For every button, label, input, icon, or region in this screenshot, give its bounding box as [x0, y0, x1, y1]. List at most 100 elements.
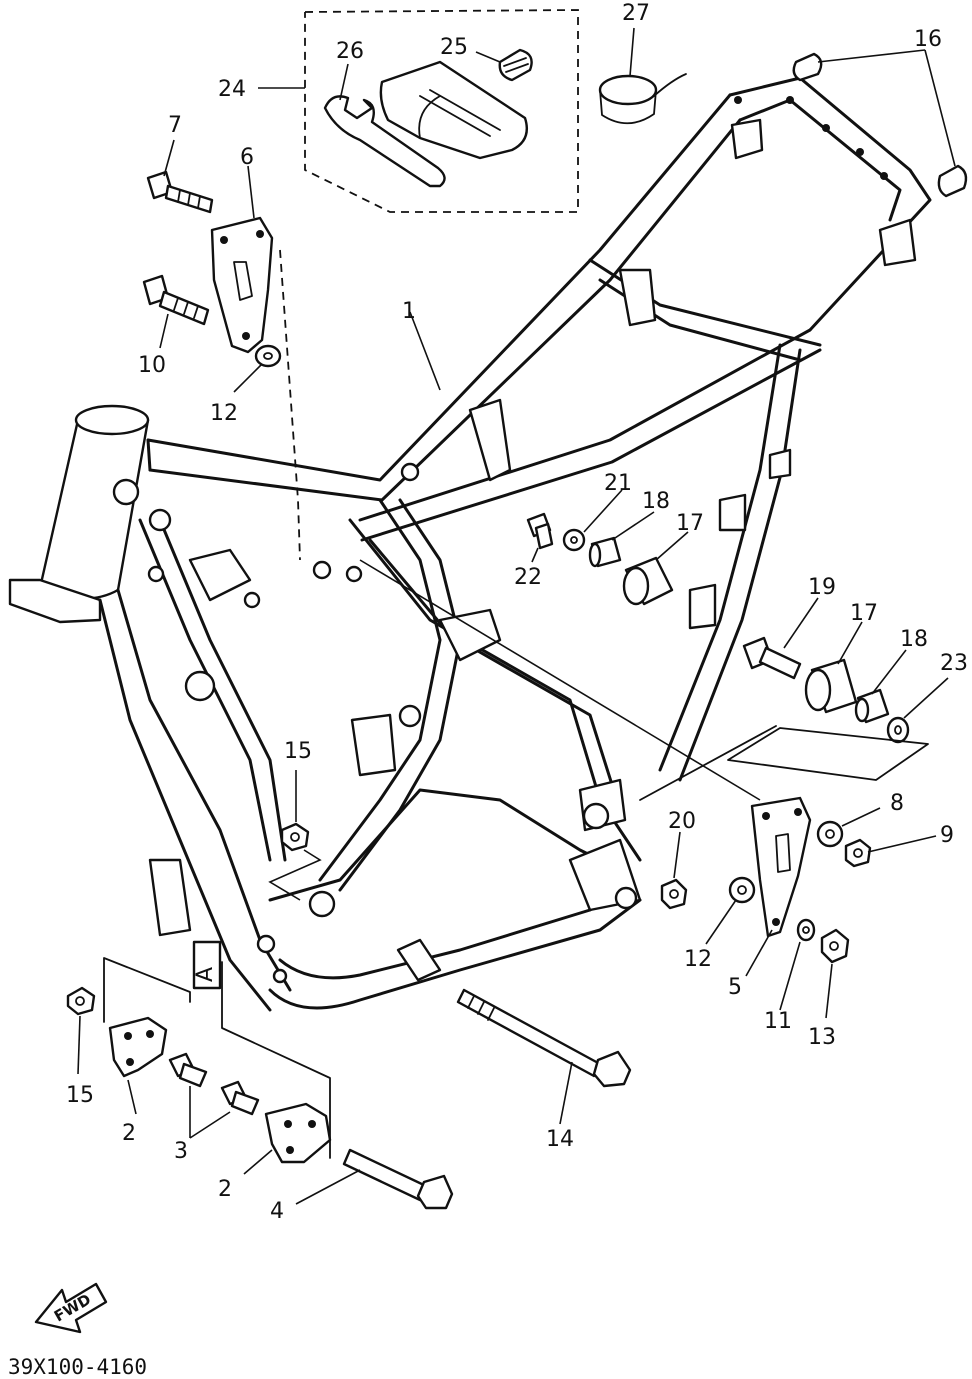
leader-16: [817, 49, 956, 167]
leader-8: [841, 807, 881, 827]
bolt-4: [342, 1148, 454, 1210]
tool-bag: [379, 60, 529, 160]
bolt-7: [146, 170, 214, 214]
bolt-22: [526, 512, 554, 550]
washer-12-lower: [728, 876, 756, 904]
callout-26: 26: [336, 39, 364, 64]
leader-6: [247, 165, 255, 219]
callout-4: 4: [270, 1199, 284, 1224]
plate-2-right: [264, 1102, 332, 1164]
grommet-25: [498, 48, 533, 82]
damper-17-lower: [804, 658, 858, 714]
callout-10: 10: [138, 353, 166, 378]
callout-22: 22: [514, 565, 542, 590]
leader-3: [189, 1086, 231, 1139]
leader-20: [673, 831, 681, 879]
callout-15-lower: 15: [66, 1083, 94, 1108]
leader-11: [779, 941, 801, 1011]
leader-19: [783, 597, 819, 649]
leader-5: [745, 929, 773, 977]
callout-7: 7: [168, 113, 182, 138]
leader-18-upper: [611, 511, 655, 541]
callout-23: 23: [940, 651, 968, 676]
callout-25: 25: [440, 35, 468, 60]
callout-9: 9: [940, 823, 954, 848]
leader-27: [629, 27, 635, 77]
leader-25: [475, 51, 501, 63]
bolt-19: [742, 636, 802, 680]
callout-8: 8: [890, 791, 904, 816]
leader-7: [163, 139, 175, 177]
washer-23: [886, 716, 910, 744]
view-A-label: A: [193, 967, 218, 982]
leader-12-lower: [705, 899, 737, 945]
leader-12-upper: [233, 363, 263, 393]
nut-20: [660, 878, 688, 910]
bolt-14: [456, 988, 632, 1088]
callout-14: 14: [546, 1127, 574, 1152]
engine-bracket-5: [750, 796, 812, 938]
callout-27: 27: [622, 1, 650, 26]
callout-24: 24: [218, 77, 246, 102]
mount-line-5: [639, 725, 777, 801]
cap-27: [598, 73, 687, 125]
callout-12-lower: 12: [684, 947, 712, 972]
nut-15-path: [268, 849, 322, 901]
leader-13: [825, 963, 833, 1019]
bolt-3-a: [168, 1052, 208, 1088]
nut-13: [820, 928, 850, 964]
bolt-3-b: [220, 1080, 260, 1116]
leader-1: [409, 311, 441, 391]
leader-10: [159, 313, 169, 349]
swingarm-pivot-boss: [396, 938, 442, 982]
main-frame: [8, 76, 932, 1012]
tool-kit-box: [258, 9, 579, 213]
bolt-10: [142, 274, 210, 326]
nut-15-upper: [280, 822, 310, 852]
callout-18-upper: 18: [642, 489, 670, 514]
callout-15-upper: 15: [284, 739, 312, 764]
callout-11: 11: [764, 1009, 792, 1034]
callout-19: 19: [808, 575, 836, 600]
callout-3: 3: [174, 1139, 188, 1164]
spanner-tool: [323, 95, 446, 188]
leader-2-right: [243, 1149, 273, 1175]
leader-23: [903, 677, 949, 719]
leader-4: [295, 1169, 361, 1205]
collar-18-upper: [588, 536, 622, 568]
leader-14: [559, 1061, 573, 1125]
collar-18-lower: [854, 688, 890, 724]
callout-17-upper: 17: [676, 511, 704, 536]
callout-6: 6: [240, 145, 254, 170]
leader-18-lower: [871, 649, 907, 695]
leader-17-lower: [837, 621, 863, 665]
callout-2-left: 2: [122, 1121, 136, 1146]
callout-18-lower: 18: [900, 627, 928, 652]
leader-2-left: [127, 1079, 137, 1115]
fwd-arrow-icon: FWD: [34, 1282, 108, 1334]
callout-17-lower: 17: [850, 601, 878, 626]
callout-12-upper: 12: [210, 401, 238, 426]
rubber-cap-top: [792, 52, 823, 82]
washer-12-upper: [254, 344, 282, 368]
washer-11: [796, 918, 816, 942]
rubber-cap-rear: [937, 164, 968, 198]
nut-9: [844, 838, 872, 868]
mount-callout-frame: [727, 727, 929, 781]
washer-8: [816, 820, 844, 848]
callout-20: 20: [668, 809, 696, 834]
callout-1: 1: [402, 299, 416, 324]
leader-17-upper: [655, 531, 689, 561]
plate-2-left: [108, 1016, 168, 1078]
mount-line-6: [279, 249, 301, 561]
damper-17-upper: [622, 556, 674, 606]
washer-21: [562, 528, 586, 552]
engine-bracket-6: [210, 216, 274, 354]
diagram-code: 39X100-4160: [8, 1355, 147, 1379]
leader-26: [339, 63, 349, 101]
leader-22: [531, 547, 539, 563]
callout-13: 13: [808, 1025, 836, 1050]
callout-5: 5: [728, 975, 742, 1000]
callout-21: 21: [604, 471, 632, 496]
